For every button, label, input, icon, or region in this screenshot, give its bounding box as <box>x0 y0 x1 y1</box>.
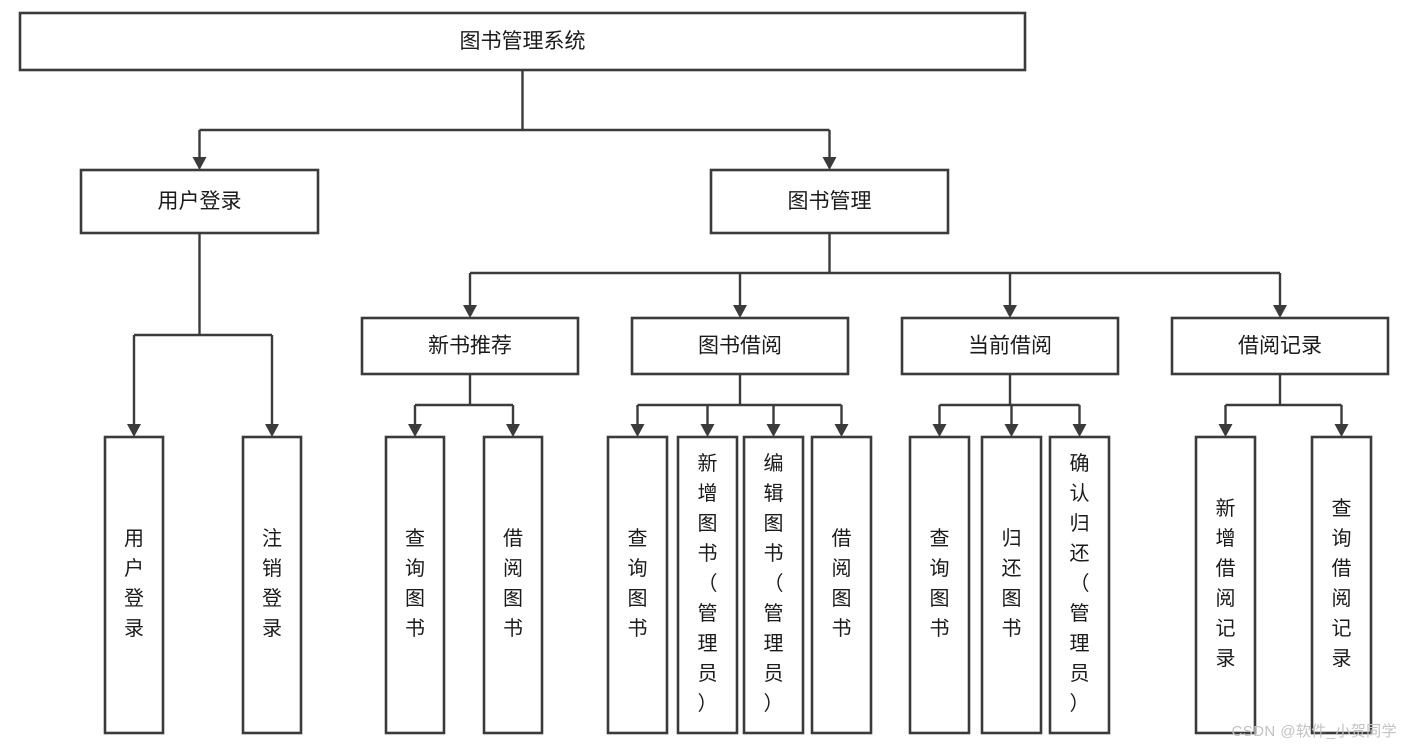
node-box-book-borrow <box>630 316 850 376</box>
node-label-add-borrow-record: 新增借阅记录 <box>1216 497 1236 670</box>
node-box-borrow-book-2 <box>810 435 873 735</box>
node-root[interactable]: 图书管理系统 <box>18 11 1027 72</box>
node-label-current-borrow: 当前借阅 <box>968 335 1052 358</box>
arrow-head-icon <box>1334 424 1349 437</box>
node-label-borrow-book-2: 借阅图书 <box>832 527 852 640</box>
node-edit-book-admin[interactable]: 编辑图书（管理员） <box>742 435 805 735</box>
node-label-add-book-admin: 新增图书（管理员） <box>698 452 718 715</box>
node-box-return-book <box>980 435 1043 735</box>
node-label-root: 图书管理系统 <box>460 30 586 53</box>
arrow-head-icon <box>127 424 141 437</box>
arrow-head-icon <box>1218 424 1233 437</box>
node-box-user-login-do <box>103 435 165 735</box>
arrow-head-icon <box>408 424 422 437</box>
arrow-head-icon <box>506 424 520 437</box>
arrow-head-icon <box>1273 305 1287 318</box>
node-label-book-borrow: 图书借阅 <box>698 335 782 358</box>
node-box-query-book-2 <box>606 435 669 735</box>
arrow-head-icon <box>630 424 645 437</box>
arrow-head-icon <box>192 157 207 170</box>
node-new-book-recommend[interactable]: 新书推荐 <box>360 316 580 376</box>
node-label-user-login-do: 用户登录 <box>124 528 144 640</box>
arrow-head-icon <box>700 424 715 437</box>
node-query-borrow-record[interactable]: 查询借阅记录 <box>1310 435 1373 735</box>
arrow-head-icon <box>766 424 781 437</box>
node-label-query-book-1: 查询图书 <box>405 527 425 640</box>
arrow-head-icon <box>265 424 279 437</box>
node-box-borrow-book-1 <box>482 435 544 735</box>
node-borrow-record[interactable]: 借阅记录 <box>1170 316 1390 376</box>
node-add-borrow-record[interactable]: 新增借阅记录 <box>1194 435 1257 735</box>
node-box-current-borrow <box>900 316 1120 376</box>
node-box-confirm-return-admin <box>1048 435 1111 735</box>
node-label-return-book: 归还图书 <box>1002 527 1022 640</box>
arrow-head-icon <box>463 305 477 318</box>
node-current-borrow[interactable]: 当前借阅 <box>900 316 1120 376</box>
node-add-book-admin[interactable]: 新增图书（管理员） <box>676 435 739 735</box>
node-box-add-book-admin <box>676 435 739 735</box>
node-box-query-borrow-record <box>1310 435 1373 735</box>
node-box-query-book-1 <box>384 435 446 735</box>
node-query-book-3[interactable]: 查询图书 <box>908 435 971 735</box>
arrow-head-icon <box>1003 305 1017 318</box>
node-box-borrow-record <box>1170 316 1390 376</box>
node-label-query-borrow-record: 查询借阅记录 <box>1332 497 1352 670</box>
node-box-user-login <box>79 168 320 235</box>
node-confirm-return-admin[interactable]: 确认归还（管理员） <box>1048 435 1111 735</box>
node-user-login[interactable]: 用户登录 <box>79 168 320 235</box>
arrow-head-icon <box>822 157 837 170</box>
node-borrow-book-1[interactable]: 借阅图书 <box>482 435 544 735</box>
node-label-book-manage: 图书管理 <box>788 190 872 213</box>
node-box-new-book-recommend <box>360 316 580 376</box>
node-label-query-book-3: 查询图书 <box>930 527 950 640</box>
node-box-book-manage <box>709 168 950 235</box>
node-box-query-book-3 <box>908 435 971 735</box>
node-label-borrow-book-1: 借阅图书 <box>503 527 523 640</box>
arrow-head-icon <box>1072 424 1087 437</box>
node-query-book-2[interactable]: 查询图书 <box>606 435 669 735</box>
node-label-query-book-2: 查询图书 <box>628 527 648 640</box>
node-label-borrow-record: 借阅记录 <box>1238 335 1322 358</box>
node-user-logout[interactable]: 注销登录 <box>241 435 303 735</box>
node-label-user-logout: 注销登录 <box>262 527 282 640</box>
node-label-new-book-recommend: 新书推荐 <box>428 335 512 358</box>
node-borrow-book-2[interactable]: 借阅图书 <box>810 435 873 735</box>
arrow-head-icon <box>1004 424 1019 437</box>
node-box-user-logout <box>241 435 303 735</box>
node-user-login-do[interactable]: 用户登录 <box>103 435 165 735</box>
node-label-edit-book-admin: 编辑图书（管理员） <box>764 452 784 715</box>
node-label-confirm-return-admin: 确认归还（管理员） <box>1070 452 1090 715</box>
node-return-book[interactable]: 归还图书 <box>980 435 1043 735</box>
node-box-root <box>18 11 1027 72</box>
node-book-manage[interactable]: 图书管理 <box>709 168 950 235</box>
node-label-user-login: 用户登录 <box>158 190 242 213</box>
node-box-edit-book-admin <box>742 435 805 735</box>
arrow-head-icon <box>834 424 849 437</box>
node-query-book-1[interactable]: 查询图书 <box>384 435 446 735</box>
arrow-head-icon <box>932 424 947 437</box>
arrow-head-icon <box>733 305 747 318</box>
node-book-borrow[interactable]: 图书借阅 <box>630 316 850 376</box>
node-box-add-borrow-record <box>1194 435 1257 735</box>
